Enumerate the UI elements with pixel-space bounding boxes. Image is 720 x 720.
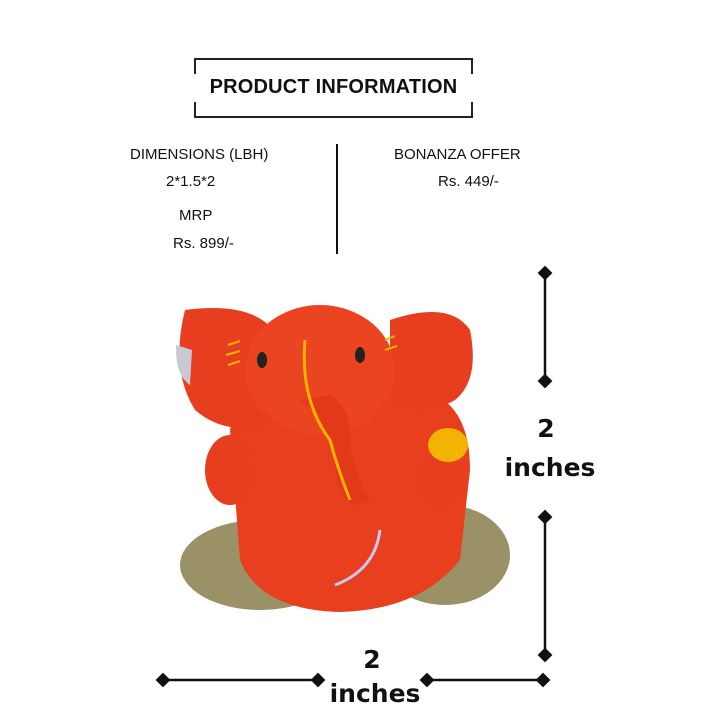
mrp-label: MRP bbox=[179, 207, 213, 224]
height-unit: inches bbox=[504, 453, 596, 482]
height-value: 2 bbox=[537, 414, 555, 443]
title-frame bbox=[194, 58, 473, 118]
offer-label: BONANZA OFFER bbox=[394, 146, 521, 163]
width-value: 2 bbox=[363, 645, 381, 674]
dimensions-label: DIMENSIONS (LBH) bbox=[130, 146, 269, 163]
offer-value: Rs. 449/- bbox=[438, 173, 499, 190]
mrp-value: Rs. 899/- bbox=[173, 235, 234, 252]
width-unit: inches bbox=[329, 679, 421, 708]
divider bbox=[336, 144, 338, 254]
page-title: PRODUCT INFORMATION bbox=[209, 76, 458, 98]
dimensions-value: 2*1.5*2 bbox=[166, 173, 216, 190]
